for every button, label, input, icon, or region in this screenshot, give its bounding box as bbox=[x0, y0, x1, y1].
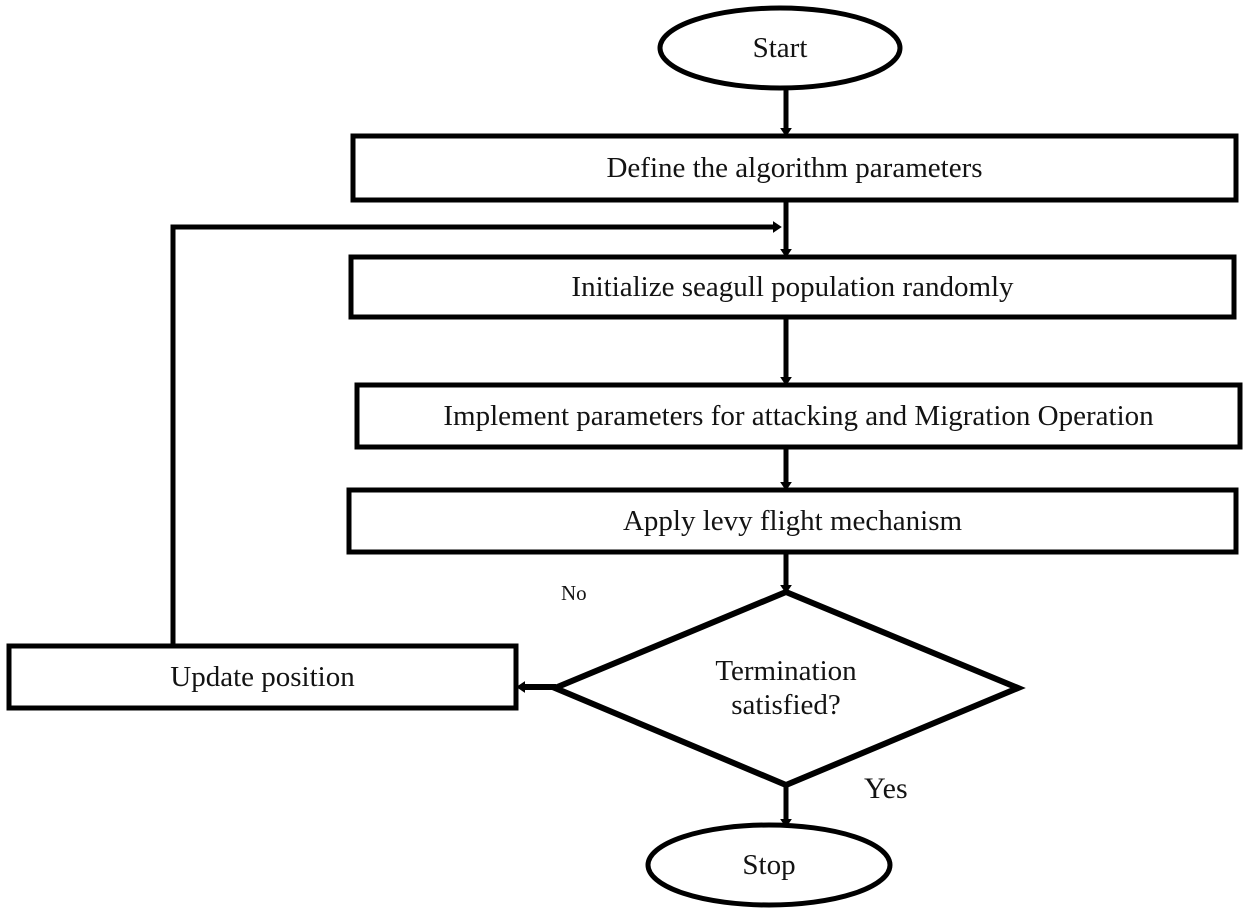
update-position-hit-area[interactable] bbox=[9, 646, 516, 708]
node-define-parameters[interactable] bbox=[350, 133, 1239, 203]
edge-update-to-initialize-feedback bbox=[170, 221, 782, 646]
define-parameters-hit-area[interactable] bbox=[353, 136, 1236, 200]
node-apply-levy-flight[interactable] bbox=[346, 487, 1239, 555]
node-stop[interactable] bbox=[645, 822, 893, 908]
node-start[interactable] bbox=[657, 5, 903, 91]
start-node-hit-area[interactable] bbox=[660, 8, 900, 88]
edge-label-no: No bbox=[561, 581, 587, 605]
apply-levy-flight-hit-area[interactable] bbox=[349, 490, 1236, 552]
node-initialize-population[interactable] bbox=[348, 254, 1237, 320]
node-update-position[interactable] bbox=[6, 643, 519, 711]
termination-decision-hit-area[interactable] bbox=[555, 592, 1018, 785]
edge-label-yes: Yes bbox=[864, 772, 908, 805]
implement-parameters-hit-area[interactable] bbox=[357, 385, 1240, 447]
initialize-population-hit-area[interactable] bbox=[351, 257, 1234, 317]
stop-node-hit-area[interactable] bbox=[648, 825, 890, 905]
node-implement-parameters[interactable] bbox=[354, 382, 1243, 450]
